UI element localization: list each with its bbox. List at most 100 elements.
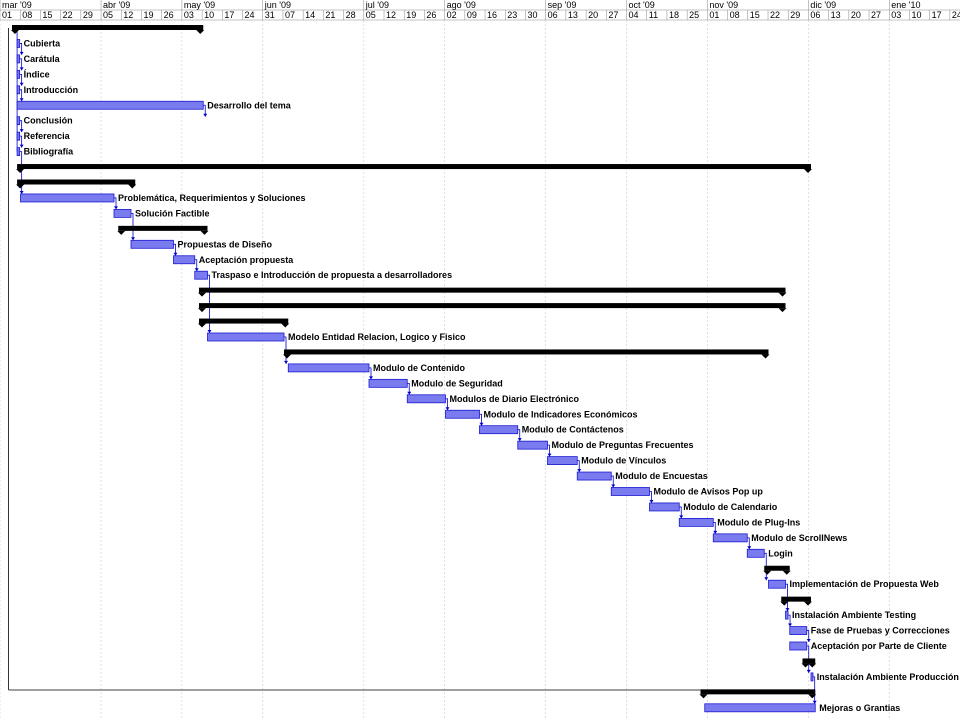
task-labels: CubiertaCarátulaÍndiceIntroducciónDesarr… — [24, 38, 959, 712]
task-label: Introducción — [24, 85, 79, 95]
task-label: Aceptación por Parte de Cliente — [811, 641, 947, 651]
dependency-link — [19, 43, 23, 55]
task-bar — [576, 471, 612, 481]
task-label: Desarrollo del tema — [207, 100, 292, 110]
dependency-link — [369, 367, 372, 380]
summary-start-cap — [11, 30, 19, 34]
task-label: Modelo Entidad Relacion, Logico y Fisico — [288, 332, 466, 342]
month-label: oct '09 — [629, 0, 655, 10]
week-label: 03 — [184, 10, 194, 20]
dependency-link — [517, 429, 521, 442]
dependency-arrow — [369, 376, 373, 380]
task-bar — [768, 579, 786, 589]
task-label: Instalación Ambiente Producción — [817, 672, 959, 682]
week-label: 31 — [265, 10, 275, 20]
task-label: Bibliografía — [24, 147, 74, 157]
dependency-arrow — [806, 669, 811, 673]
dependency-arrow — [479, 422, 484, 426]
dependency-arrow — [207, 330, 212, 333]
dependency-arrow — [577, 469, 582, 473]
dependency-arrow — [649, 499, 654, 503]
dependency-arrow — [517, 438, 522, 442]
task-label: Modulo de Preguntas Frecuentes — [552, 440, 694, 450]
task-label: Traspaso e Introducción de propuesta a d… — [212, 270, 453, 280]
dependency-link — [19, 73, 23, 86]
month-label: ene '10 — [891, 0, 920, 10]
summary-bar — [764, 565, 790, 571]
week-label: 06 — [548, 10, 558, 20]
summary-start-cap — [198, 323, 206, 328]
summary-bar — [118, 225, 208, 231]
task-bar — [16, 69, 21, 79]
task-label: Índice — [24, 69, 50, 79]
week-label: 15 — [42, 10, 52, 20]
summary-end-cap — [761, 354, 770, 359]
dependency-link — [19, 58, 23, 71]
summary-start-cap — [198, 308, 206, 313]
summary-bar — [199, 287, 786, 293]
week-label: 22 — [63, 10, 73, 20]
task-label: Aceptación propuesta — [199, 255, 295, 265]
dependency-link — [203, 104, 206, 117]
dependency-arrow — [19, 82, 24, 86]
week-label: 15 — [750, 10, 760, 20]
task-bar — [678, 518, 714, 527]
task-bar — [368, 378, 408, 388]
summary-end-cap — [196, 30, 205, 34]
task-bar — [113, 208, 132, 218]
month-label: mar '09 — [2, 0, 32, 10]
dependency-arrow — [747, 546, 752, 550]
week-label: 17 — [224, 10, 234, 20]
summary-end-cap — [281, 323, 290, 328]
dependency-link — [445, 398, 448, 411]
week-label: 07 — [285, 10, 295, 20]
dependency-link — [19, 89, 23, 102]
dependency-arrow — [407, 391, 412, 395]
summary-bar — [17, 179, 136, 185]
task-label: Modulo de Avisos Pop up — [654, 487, 764, 497]
task-label: Modulo de Vínculos — [581, 456, 666, 466]
week-label: 03 — [891, 10, 901, 20]
summary-start-cap — [198, 292, 206, 297]
task-bar — [785, 610, 789, 620]
dependency-links — [8, 28, 817, 704]
dependency-arrow — [812, 700, 817, 704]
dependency-arrow — [19, 51, 24, 55]
task-label: Referencia — [24, 131, 71, 141]
week-label: 01 — [709, 10, 719, 20]
summary-bar — [284, 349, 769, 355]
task-label: Implementación de Propuesta Web — [790, 579, 940, 589]
week-label: 29 — [83, 10, 93, 20]
summary-bar — [700, 689, 816, 695]
task-bar — [16, 147, 21, 157]
week-label: 20 — [851, 10, 861, 20]
task-bar — [16, 54, 21, 64]
week-label: 12 — [123, 10, 133, 20]
month-label: abr '09 — [103, 0, 130, 10]
week-label: 04 — [629, 10, 639, 20]
week-label: 23 — [507, 10, 517, 20]
task-label: Modulo de Calendario — [683, 502, 778, 512]
week-label: 29 — [790, 10, 800, 20]
month-label: jul '09 — [365, 0, 389, 10]
summary-bar — [12, 25, 204, 30]
task-label: Modulo de Contáctenos — [522, 425, 624, 435]
task-bar — [517, 440, 548, 450]
week-label: 28 — [346, 10, 356, 20]
summary-bar — [802, 658, 816, 664]
week-label: 13 — [831, 10, 841, 20]
summary-end-cap — [808, 663, 817, 668]
week-label: 24 — [952, 10, 960, 20]
task-bar — [287, 363, 370, 373]
week-label: 12 — [386, 10, 396, 20]
summary-start-cap — [283, 354, 291, 359]
week-label: 02 — [447, 10, 457, 20]
dependency-link — [577, 460, 580, 473]
task-label: Modulos de Diario Electrónico — [450, 394, 580, 404]
dependency-link — [173, 243, 176, 256]
dependency-link — [679, 506, 682, 519]
month-label: nov '09 — [709, 0, 738, 10]
dependency-arrow — [284, 360, 288, 364]
summary-end-cap — [778, 308, 787, 313]
